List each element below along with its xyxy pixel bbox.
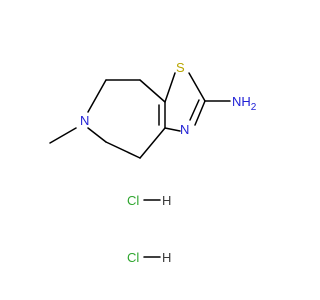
amine-subscript: 2 [251,102,257,113]
salt-2-hydrogen: H [162,250,171,265]
chemical-structure-canvas: S N N NH2 Cl H Cl H [49,60,257,265]
bond-c7-c7a [139,79,166,103]
atom-sulfur: S [176,60,185,75]
salt-1-chlorine: Cl [127,193,139,208]
bond-ring-n-methyl [49,127,77,144]
bond-c4-c3a [139,127,166,159]
bond-n3-c3a [164,127,181,132]
salt-2-chlorine: Cl [127,250,139,265]
amine-nh-label: NH [232,94,251,109]
bond-ring-n-c4 [105,141,141,159]
atom-nitrogen-ring: N [80,113,89,128]
structure-svg: S N N NH2 Cl H Cl H [49,60,257,265]
atom-nitrogen-thiazole: N [180,122,189,137]
bond-c6-ring-n [87,79,107,113]
bond-c7a-s [164,72,176,103]
bond-c2-n3 [194,100,206,126]
salt-1-hydrogen: H [162,193,171,208]
atom-amine: NH2 [232,94,257,113]
bond-s-c2 [188,72,206,102]
bond-c2-n3-double [189,99,200,121]
bond-ring-n-c4a-side [87,127,107,143]
